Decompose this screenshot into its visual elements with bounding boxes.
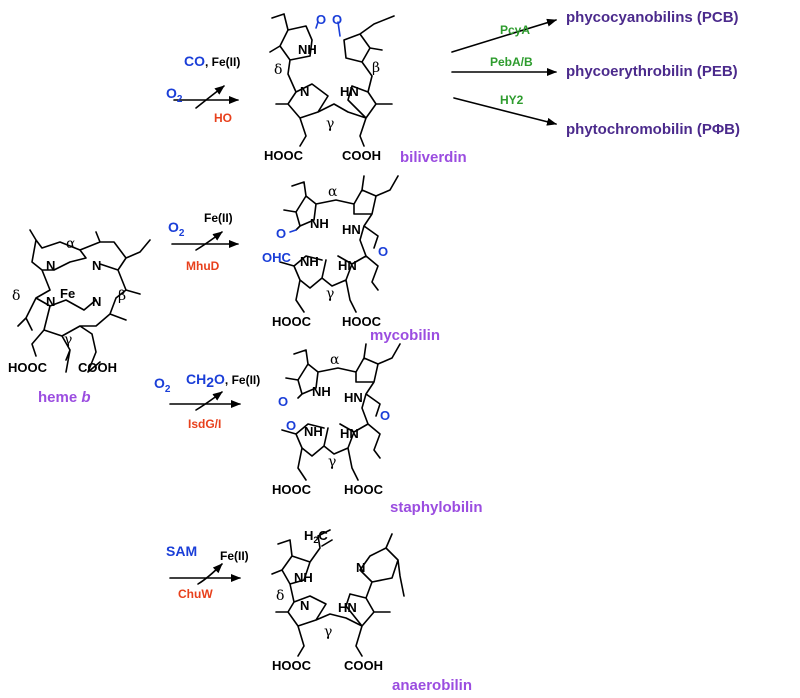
anaerobilin-delta: δ — [276, 588, 284, 604]
staphylobilin-ketone-o: O — [380, 408, 390, 423]
heme-n-1: N — [46, 258, 55, 273]
enzyme-ho: HO — [214, 111, 232, 125]
staphylobilin-nh-bottom: NH — [304, 424, 323, 439]
staphylobilin-hn-bottom: HN — [340, 426, 359, 441]
product-peb: phycoerythrobilin (PEB) — [566, 63, 738, 80]
heme-delta: δ — [12, 288, 20, 304]
biliverdin-n: N — [300, 84, 309, 99]
biliverdin-reagent-co-fe: CO, Fe(II) — [184, 53, 240, 69]
staphylobilin-acid-left: HOOC — [272, 482, 312, 497]
staphylobilin-o-top: O — [278, 394, 288, 409]
heme-fe: Fe — [60, 286, 75, 301]
biliverdin-acid-right: COOH — [342, 148, 381, 163]
mycobilin-o: O — [276, 226, 286, 241]
heme-b-label: heme b — [38, 389, 91, 406]
anaerobilin-reagent-fe: Fe(II) — [220, 549, 249, 563]
staphylobilin-o-bottom: O — [286, 418, 296, 433]
biliverdin-o-right: O — [332, 12, 342, 27]
heme-n-4: N — [92, 294, 101, 309]
enzyme-peba-b: PebA/B — [490, 55, 533, 69]
mycobilin-nh-bottom: NH — [300, 254, 319, 269]
heme-acid-right: COOH — [78, 360, 117, 375]
product-pphib: phytochromobilin (PΦB) — [566, 121, 740, 138]
branch-arrows: PcyA PebA/B HY2 phycocyanobilins (PCB) p… — [451, 9, 740, 138]
biliverdin-structure: O O NH N HN β γ δ HOOC COOH biliverdin — [264, 12, 467, 166]
enzyme-mhud: MhuD — [186, 259, 220, 273]
enzyme-chuw: ChuW — [178, 587, 213, 601]
biliverdin-label: biliverdin — [400, 149, 467, 166]
enzyme-hy2: HY2 — [500, 93, 524, 107]
mycobilin-reagent-fe: Fe(II) — [204, 211, 233, 225]
biliverdin-o-left: O — [316, 12, 326, 27]
anaerobilin-structure: H2C NH N N HN δ γ HOOC COOH anaerobilin — [271, 528, 472, 694]
biliverdin-nh: NH — [298, 42, 317, 57]
biliverdin-delta: δ — [274, 62, 282, 78]
anaerobilin-n: N — [300, 598, 309, 613]
mycobilin-gamma: γ — [326, 286, 334, 302]
enzyme-pcya: PcyA — [500, 23, 530, 37]
heme-n-2: N — [92, 258, 101, 273]
biliverdin-beta: β — [372, 60, 380, 76]
reaction-arrow-isdg: O2 CH2O, Fe(II) IsdG/I — [154, 371, 260, 431]
mycobilin-alpha: α — [328, 184, 338, 200]
heme-gamma: γ — [64, 332, 72, 348]
staphylobilin-acid-right: HOOC — [344, 482, 384, 497]
mycobilin-ohc: OHC — [262, 250, 292, 265]
biliverdin-gamma: γ — [326, 116, 334, 132]
mycobilin-nh-top: NH — [310, 216, 329, 231]
anaerobilin-label: anaerobilin — [392, 677, 472, 694]
anaerobilin-hn: HN — [338, 600, 357, 615]
mycobilin-hn-bottom: HN — [338, 258, 357, 273]
heme-b-structure: N N N N Fe α β γ δ HOOC COOH heme b — [8, 229, 151, 406]
staphylobilin-reagent-ch2o-fe: CH2O, Fe(II) — [186, 371, 260, 390]
mycobilin-label: mycobilin — [370, 327, 440, 344]
anaerobilin-nh: NH — [294, 570, 313, 585]
staphylobilin-alpha: α — [330, 352, 340, 368]
staphylobilin-hn-top: HN — [344, 390, 363, 405]
reaction-arrow-chuw: SAM Fe(II) ChuW — [166, 543, 249, 601]
reaction-arrow-ho: O2 CO, Fe(II) HO — [166, 53, 240, 125]
mycobilin-hn-top: HN — [342, 222, 361, 237]
anaerobilin-acid-left: HOOC — [272, 658, 312, 673]
anaerobilin-h2c: H2C — [304, 528, 328, 545]
staphylobilin-gamma: γ — [328, 454, 336, 470]
mycobilin-reagent-o2: O2 — [168, 219, 185, 239]
biliverdin-reagent-o2: O2 — [166, 85, 183, 105]
heme-acid-left: HOOC — [8, 360, 48, 375]
mycobilin-acid-left: HOOC — [272, 314, 312, 329]
product-pcb: phycocyanobilins (PCB) — [566, 9, 739, 26]
enzyme-isdg-i: IsdG/I — [188, 417, 221, 431]
staphylobilin-label: staphylobilin — [390, 499, 483, 516]
biliverdin-hn: HN — [340, 84, 359, 99]
reaction-arrow-mhud: O2 Fe(II) MhuD — [168, 211, 239, 273]
anaerobilin-acid-right: COOH — [344, 658, 383, 673]
anaerobilin-n-top: N — [356, 560, 365, 575]
staphylobilin-reagent-o2: O2 — [154, 375, 171, 395]
staphylobilin-structure: O O O NH HN NH HN α γ HOOC HOOC staphylo… — [272, 343, 483, 516]
heme-alpha: α — [66, 236, 76, 252]
mycobilin-ketone-o: O — [378, 244, 388, 259]
mycobilin-structure: O O OHC NH HN NH HN α γ HOOC HOOC mycobi… — [262, 175, 440, 344]
mycobilin-acid-right: HOOC — [342, 314, 382, 329]
anaerobilin-gamma: γ — [324, 624, 332, 640]
heme-n-3: N — [46, 294, 55, 309]
biliverdin-acid-left: HOOC — [264, 148, 304, 163]
staphylobilin-nh-top: NH — [312, 384, 331, 399]
heme-beta: β — [118, 288, 126, 304]
anaerobilin-reagent-sam: SAM — [166, 543, 197, 559]
